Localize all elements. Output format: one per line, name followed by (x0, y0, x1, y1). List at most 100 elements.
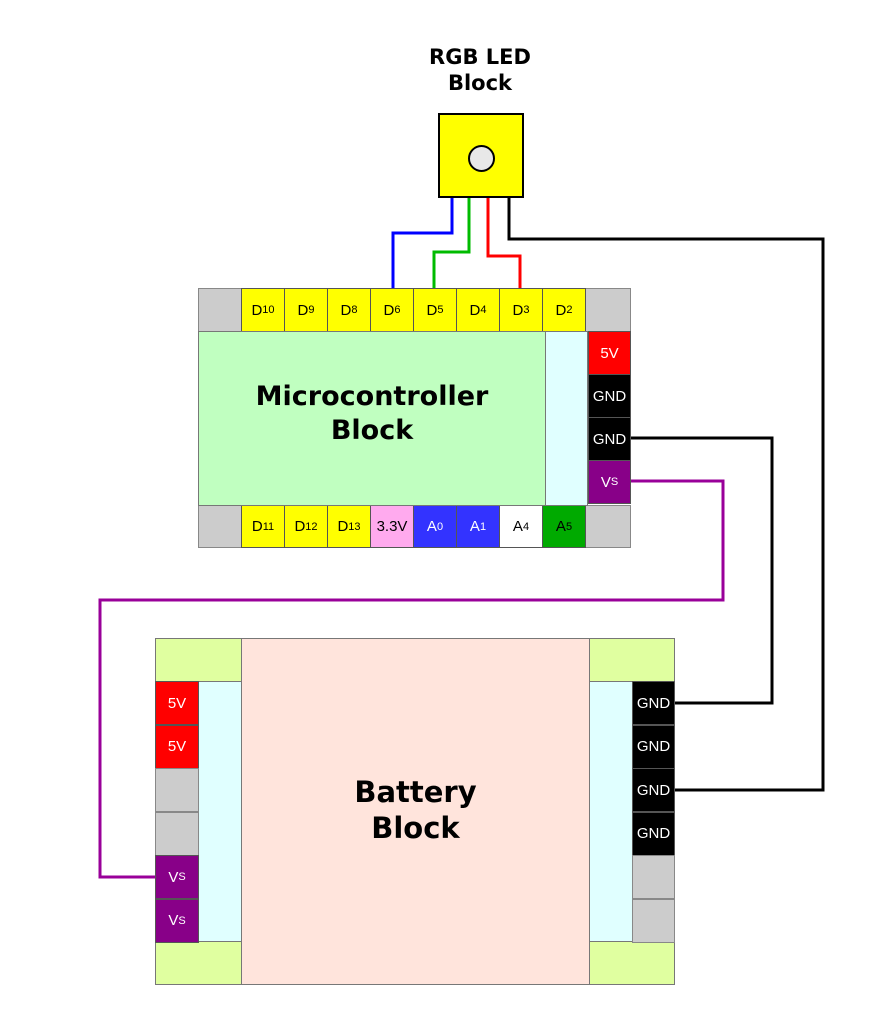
mc-corner-bottom-right (585, 505, 631, 548)
pin-label: 5V (167, 738, 187, 755)
pin-label: D (294, 518, 306, 535)
mc-pin-right-gnd-1[interactable]: GND (588, 374, 631, 418)
mc-pin-right-gnd-2[interactable]: GND (588, 417, 631, 461)
battery-pin-left-5v-0[interactable]: 5V (155, 681, 199, 725)
led-icon (468, 145, 495, 172)
pin-label: A (469, 518, 480, 535)
pin-subscript: S (178, 871, 186, 883)
pin-subscript: S (178, 914, 186, 927)
battery-right-strip (589, 681, 633, 942)
pin-label: V (168, 868, 179, 886)
mc-title-line1: Microcontroller (255, 381, 489, 412)
battery-title: Battery Block (241, 774, 590, 847)
pin-label: D (383, 301, 395, 319)
battery-pin-right-gnd-0[interactable]: GND (632, 681, 675, 725)
mc-corner-top-right (585, 288, 631, 332)
pin-label: D (297, 301, 309, 319)
pin-subscript: 3 (523, 304, 530, 316)
battery-pin-right-empty-4[interactable] (632, 855, 675, 899)
pin-subscript: 9 (308, 304, 315, 316)
battery-corner-bottom-left (155, 941, 242, 985)
pin-label: D (512, 301, 524, 319)
pin-label: D (337, 518, 349, 535)
red-wire (486, 197, 522, 289)
battery-left-strip (198, 681, 242, 942)
battery-pin-left-empty-2[interactable] (155, 768, 199, 812)
pin-label: GND (592, 387, 627, 405)
pin-label: GND (636, 738, 671, 755)
battery-pin-left-empty-3[interactable] (155, 811, 199, 856)
pin-label: D (251, 301, 263, 319)
pin-subscript: 4 (480, 304, 487, 316)
battery-pin-right-gnd-1[interactable]: GND (632, 724, 675, 769)
pin-subscript: 8 (351, 304, 358, 316)
pin-label: GND (592, 430, 627, 448)
battery-pin-right-gnd-2[interactable]: GND (632, 768, 675, 812)
pin-subscript: 5 (437, 304, 444, 316)
battery-body (241, 638, 590, 985)
mc-pin-right-5v-0[interactable]: 5V (588, 331, 631, 375)
pin-label: D (340, 301, 352, 319)
pin-subscript: 10 (262, 304, 275, 316)
pin-subscript: 13 (348, 520, 361, 533)
mc-title-line2: Block (330, 414, 414, 446)
pin-label: 5V (600, 344, 619, 362)
pin-label: D (555, 301, 567, 319)
pin-subscript: 6 (394, 304, 401, 316)
pin-label: A (555, 518, 566, 535)
battery-title-line2: Block (371, 811, 460, 846)
mc-corner-top-left (198, 288, 242, 332)
pin-label: GND (636, 781, 671, 799)
pin-label: GND (636, 825, 671, 842)
green-wire (432, 197, 471, 289)
blue-wire (391, 197, 454, 289)
pin-subscript: S (610, 476, 619, 488)
pin-subscript: 1 (479, 520, 487, 533)
pin-label: V (600, 473, 611, 491)
battery-corner-bottom-right (589, 941, 675, 985)
pin-label: D (426, 301, 438, 319)
pin-label: V (168, 912, 179, 929)
mc-side-strip (545, 331, 588, 506)
battery-pin-left-5v-1[interactable]: 5V (155, 724, 199, 769)
pin-subscript: 2 (566, 304, 573, 316)
battery-corner-top-left (155, 638, 242, 682)
pin-subscript: 4 (522, 520, 530, 533)
battery-corner-top-right (589, 638, 675, 682)
battery-pin-right-empty-5[interactable] (632, 898, 675, 943)
battery-title-line1: Battery (354, 775, 477, 809)
rgb-led-block[interactable] (438, 113, 524, 198)
pin-label: A (512, 518, 523, 535)
pin-subscript: 5 (565, 520, 573, 533)
mc-title: Microcontroller Block (198, 380, 546, 448)
mc-pin-bottom-33v[interactable]: 3.3V (370, 505, 414, 548)
rgb-led-title: RGB LED Block (400, 44, 560, 97)
pin-label: D (469, 301, 481, 319)
mc-body (198, 331, 546, 506)
battery-pin-right-gnd-3[interactable]: GND (632, 811, 675, 856)
pin-label: A (426, 518, 437, 535)
pin-label: D (251, 518, 263, 535)
pin-label: GND (636, 694, 671, 712)
pin-subscript: 12 (305, 520, 318, 533)
